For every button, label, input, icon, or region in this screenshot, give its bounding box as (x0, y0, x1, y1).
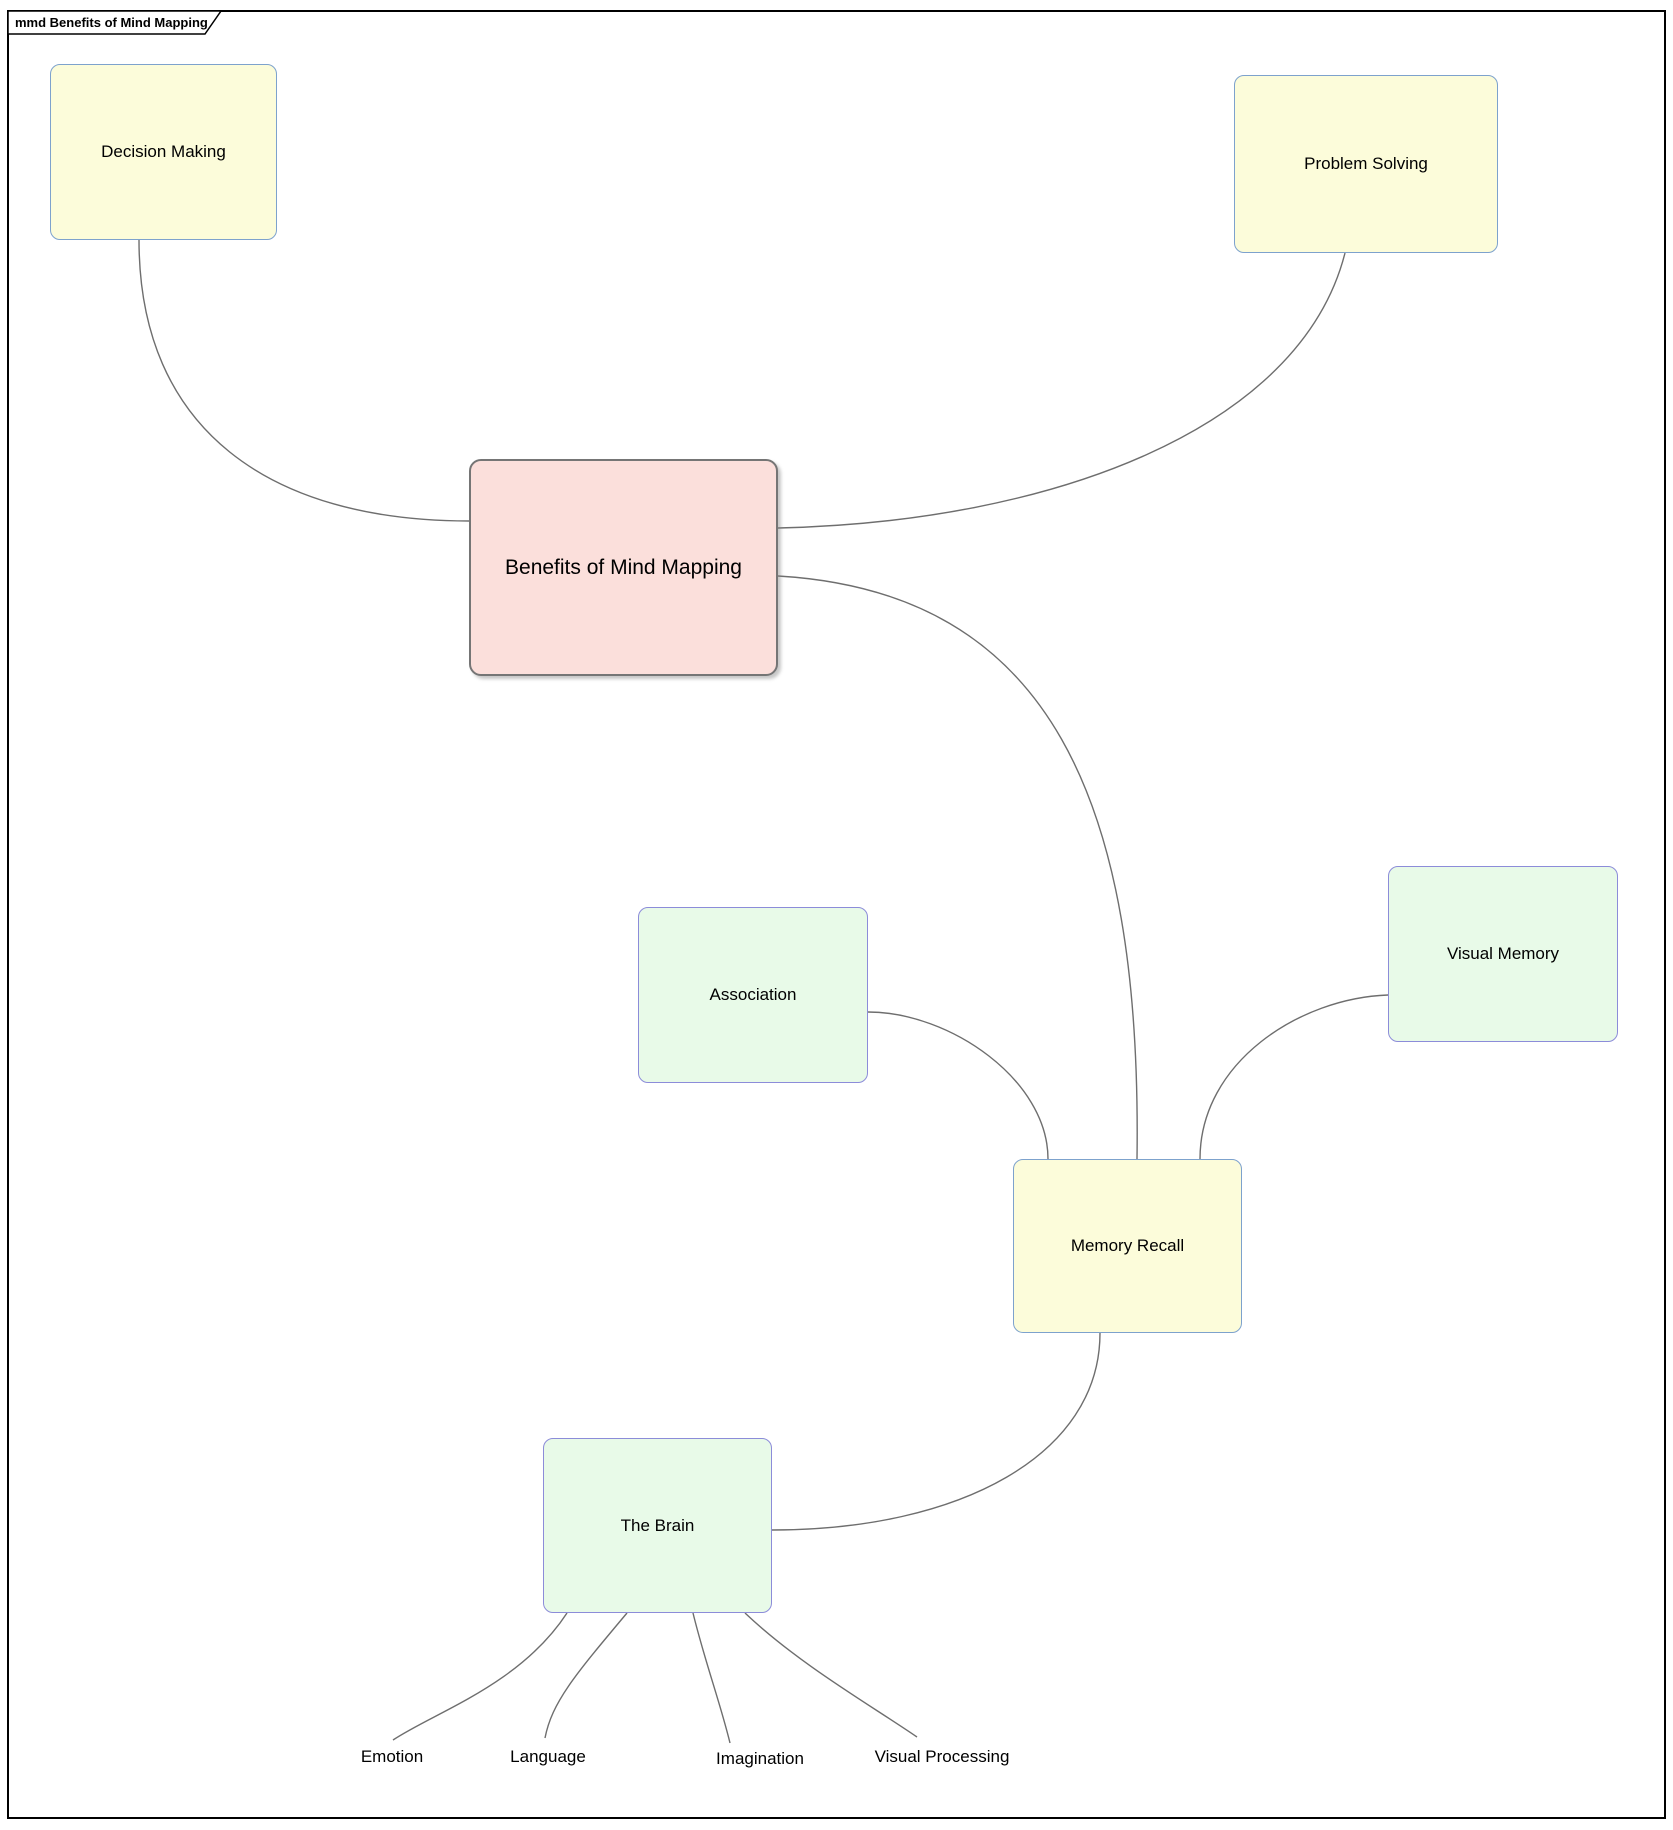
edge-the-brain-emotion (392, 1612, 568, 1741)
frame-tab (7, 10, 223, 35)
edge-benefits-decision-making (138, 239, 470, 522)
leaf-imagination[interactable]: Imagination (716, 1749, 804, 1768)
edge-the-brain-visual-processing (744, 1612, 918, 1738)
diagram-frame (7, 10, 1666, 1819)
edge-benefits-problem-solving (777, 252, 1346, 529)
node-visual-memory[interactable]: Visual Memory (1388, 866, 1618, 1042)
node-association-label: Association (709, 985, 797, 1004)
leaf-visual-processing[interactable]: Visual Processing (874, 1747, 1010, 1766)
node-memory-recall[interactable]: Memory Recall (1013, 1159, 1242, 1333)
node-benefits-of-mind-mapping[interactable]: Benefits of Mind Mapping (469, 459, 778, 676)
frame-tab-label: mmd Benefits of Mind Mapping (15, 15, 208, 30)
node-association[interactable]: Association (638, 907, 868, 1083)
node-memory-recall-label: Memory Recall (1070, 1236, 1185, 1255)
node-the-brain[interactable]: The Brain (543, 1438, 772, 1613)
leaf-emotion[interactable]: Emotion (360, 1747, 424, 1766)
node-the-brain-label: The Brain (620, 1515, 695, 1535)
node-problem-solving[interactable]: Problem Solving (1234, 75, 1498, 253)
leaf-language[interactable]: Language (510, 1747, 586, 1766)
edge-the-brain-language (544, 1612, 628, 1739)
edge-association-memory-recall (867, 1011, 1049, 1160)
edge-visual-memory-memory-recall (1199, 994, 1389, 1160)
node-decision-making-label: Decision Making (101, 142, 226, 161)
node-decision-making[interactable]: Decision Making (50, 64, 277, 240)
node-visual-memory-label: Visual Memory (1446, 944, 1560, 963)
edge-benefits-memory-recall (777, 575, 1138, 1160)
node-problem-solving-label: Problem Solving (1304, 154, 1428, 173)
node-benefits-label: Benefits of Mind Mapping (505, 555, 742, 579)
edge-memory-recall-the-brain (771, 1332, 1101, 1531)
edge-the-brain-imagination (692, 1612, 731, 1744)
